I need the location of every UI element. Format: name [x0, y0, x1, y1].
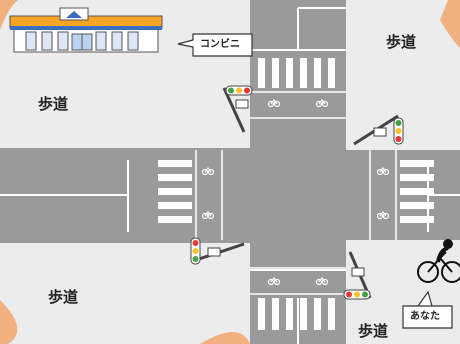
crosswalk-left: [158, 160, 192, 223]
sidewalk-label-top-right: 歩道: [386, 33, 417, 51]
crosswalk-bottom: [258, 298, 335, 330]
sidewalk-block-top-right: [346, 0, 460, 150]
curb-accent-top-left: [0, 0, 18, 30]
curb-accent-top-right: [440, 0, 460, 48]
traffic-signal-top-left: [222, 85, 253, 133]
sidewalk-label-bottom-left: 歩道: [48, 288, 79, 306]
you-label: あなた: [410, 311, 440, 322]
traffic-signal-top-right: [353, 114, 404, 146]
cyclist-icon: [417, 239, 460, 283]
bicycle-lanes: [195, 91, 397, 295]
crosswalk-top: [258, 58, 335, 88]
crosswalk-right: [400, 160, 434, 223]
convenience-store-label: コンビニ: [200, 39, 240, 50]
sidewalk-label-top-left: 歩道: [38, 95, 69, 113]
curb-accent-bottom-center: [200, 332, 250, 344]
sidewalk-block-bottom-left: [0, 243, 250, 344]
you-bubble: [402, 290, 453, 329]
curb-accent-bottom-left: [0, 300, 18, 344]
convenience-store-icon: [9, 7, 163, 53]
traffic-signal-bottom-right: [343, 251, 372, 300]
bicycle-road-mark-icon: [201, 99, 390, 286]
traffic-signal-bottom-left: [190, 237, 245, 265]
sidewalk-label-bottom-right: 歩道: [358, 322, 389, 340]
convenience-store-bubble: [177, 33, 253, 57]
